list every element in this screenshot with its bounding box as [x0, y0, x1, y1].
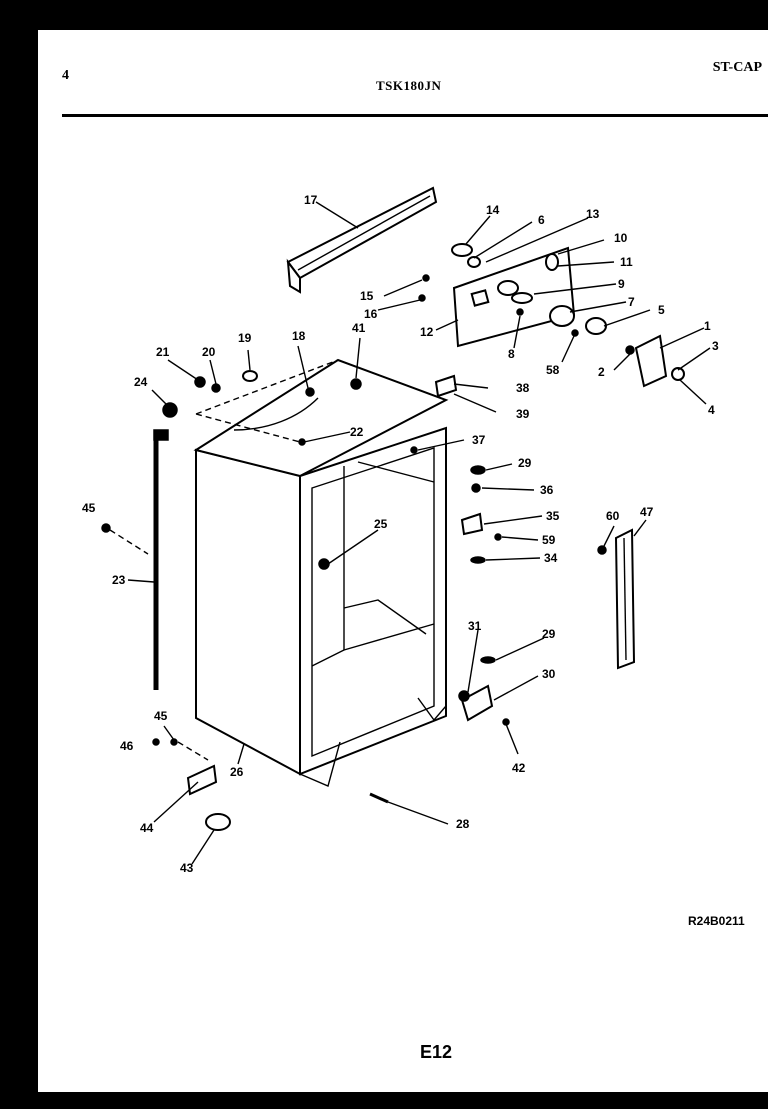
callout-28: 28: [456, 817, 470, 831]
callout-8: 8: [508, 347, 515, 361]
callout-19: 19: [238, 331, 252, 345]
callout-38: 38: [516, 381, 530, 395]
callout-labels: 17 14 6 13 10 11 9 7 5 15 16 12 8 58 1 3…: [82, 193, 719, 875]
small-fasteners: [101, 370, 607, 804]
callout-13: 13: [586, 207, 600, 221]
parts-sheet: 4 TSK180JN ST-CAP: [38, 30, 768, 1092]
side-bracket: [614, 528, 636, 670]
callout-36: 36: [540, 483, 554, 497]
callout-5: 5: [658, 303, 665, 317]
callout-35: 35: [546, 509, 560, 523]
cover-part: [286, 186, 438, 294]
callout-16: 16: [364, 307, 378, 321]
callout-31: 31: [468, 619, 482, 633]
callout-20: 20: [202, 345, 216, 359]
callout-24: 24: [134, 375, 148, 389]
page-code: E12: [420, 1042, 453, 1062]
callout-25: 25: [374, 517, 388, 531]
callout-37: 37: [472, 433, 486, 447]
callout-11: 11: [620, 255, 633, 269]
callout-42: 42: [512, 761, 526, 775]
callout-45b: 45: [154, 709, 168, 723]
callout-43: 43: [180, 861, 194, 875]
callout-34: 34: [544, 551, 558, 565]
callout-22: 22: [350, 425, 364, 439]
callout-18: 18: [292, 329, 306, 343]
callout-14: 14: [486, 203, 500, 217]
light-assembly: [625, 334, 685, 388]
callout-29b: 29: [542, 627, 556, 641]
callout-9: 9: [618, 277, 625, 291]
callout-12: 12: [420, 325, 434, 339]
callout-39: 39: [516, 407, 530, 421]
cabinet-body: [193, 358, 449, 787]
callout-3: 3: [712, 339, 719, 353]
callout-1: 1: [704, 319, 711, 333]
callout-59: 59: [542, 533, 556, 547]
callout-44: 44: [140, 821, 154, 835]
callout-7: 7: [628, 295, 635, 309]
callout-23: 23: [112, 573, 126, 587]
bottom-hinge: [458, 684, 494, 722]
callout-10: 10: [614, 231, 628, 245]
callout-30: 30: [542, 667, 556, 681]
callout-26: 26: [230, 765, 244, 779]
callout-4: 2: [598, 365, 605, 379]
leveling-parts: [186, 764, 231, 831]
exploded-parts-diagram: 17 14 6 13 10 11 9 7 5 15 16 12 8 58 1 3…: [82, 186, 719, 875]
callout-29a: 29: [518, 456, 532, 470]
leader-lines: [109, 201, 711, 865]
callout-15: 15: [360, 289, 374, 303]
callout-46: 46: [120, 739, 134, 753]
callout-45a: 45: [82, 501, 96, 515]
callout-41: 41: [352, 321, 366, 335]
callout-60: 60: [606, 509, 620, 523]
callout-6: 6: [538, 213, 545, 227]
callout-47: 47: [640, 505, 654, 519]
model-number: TSK180JN: [376, 78, 442, 93]
section-code: ST-CAP: [712, 60, 762, 75]
header-rule: [62, 114, 768, 117]
reference-code: R24B0211: [688, 914, 745, 928]
page-number: 4: [62, 68, 69, 83]
callout-17: 17: [304, 193, 318, 207]
callout-2: 4: [708, 403, 715, 417]
callout-21: 21: [156, 345, 170, 359]
hinge-rod: [153, 429, 169, 690]
callout-58: 58: [546, 363, 560, 377]
